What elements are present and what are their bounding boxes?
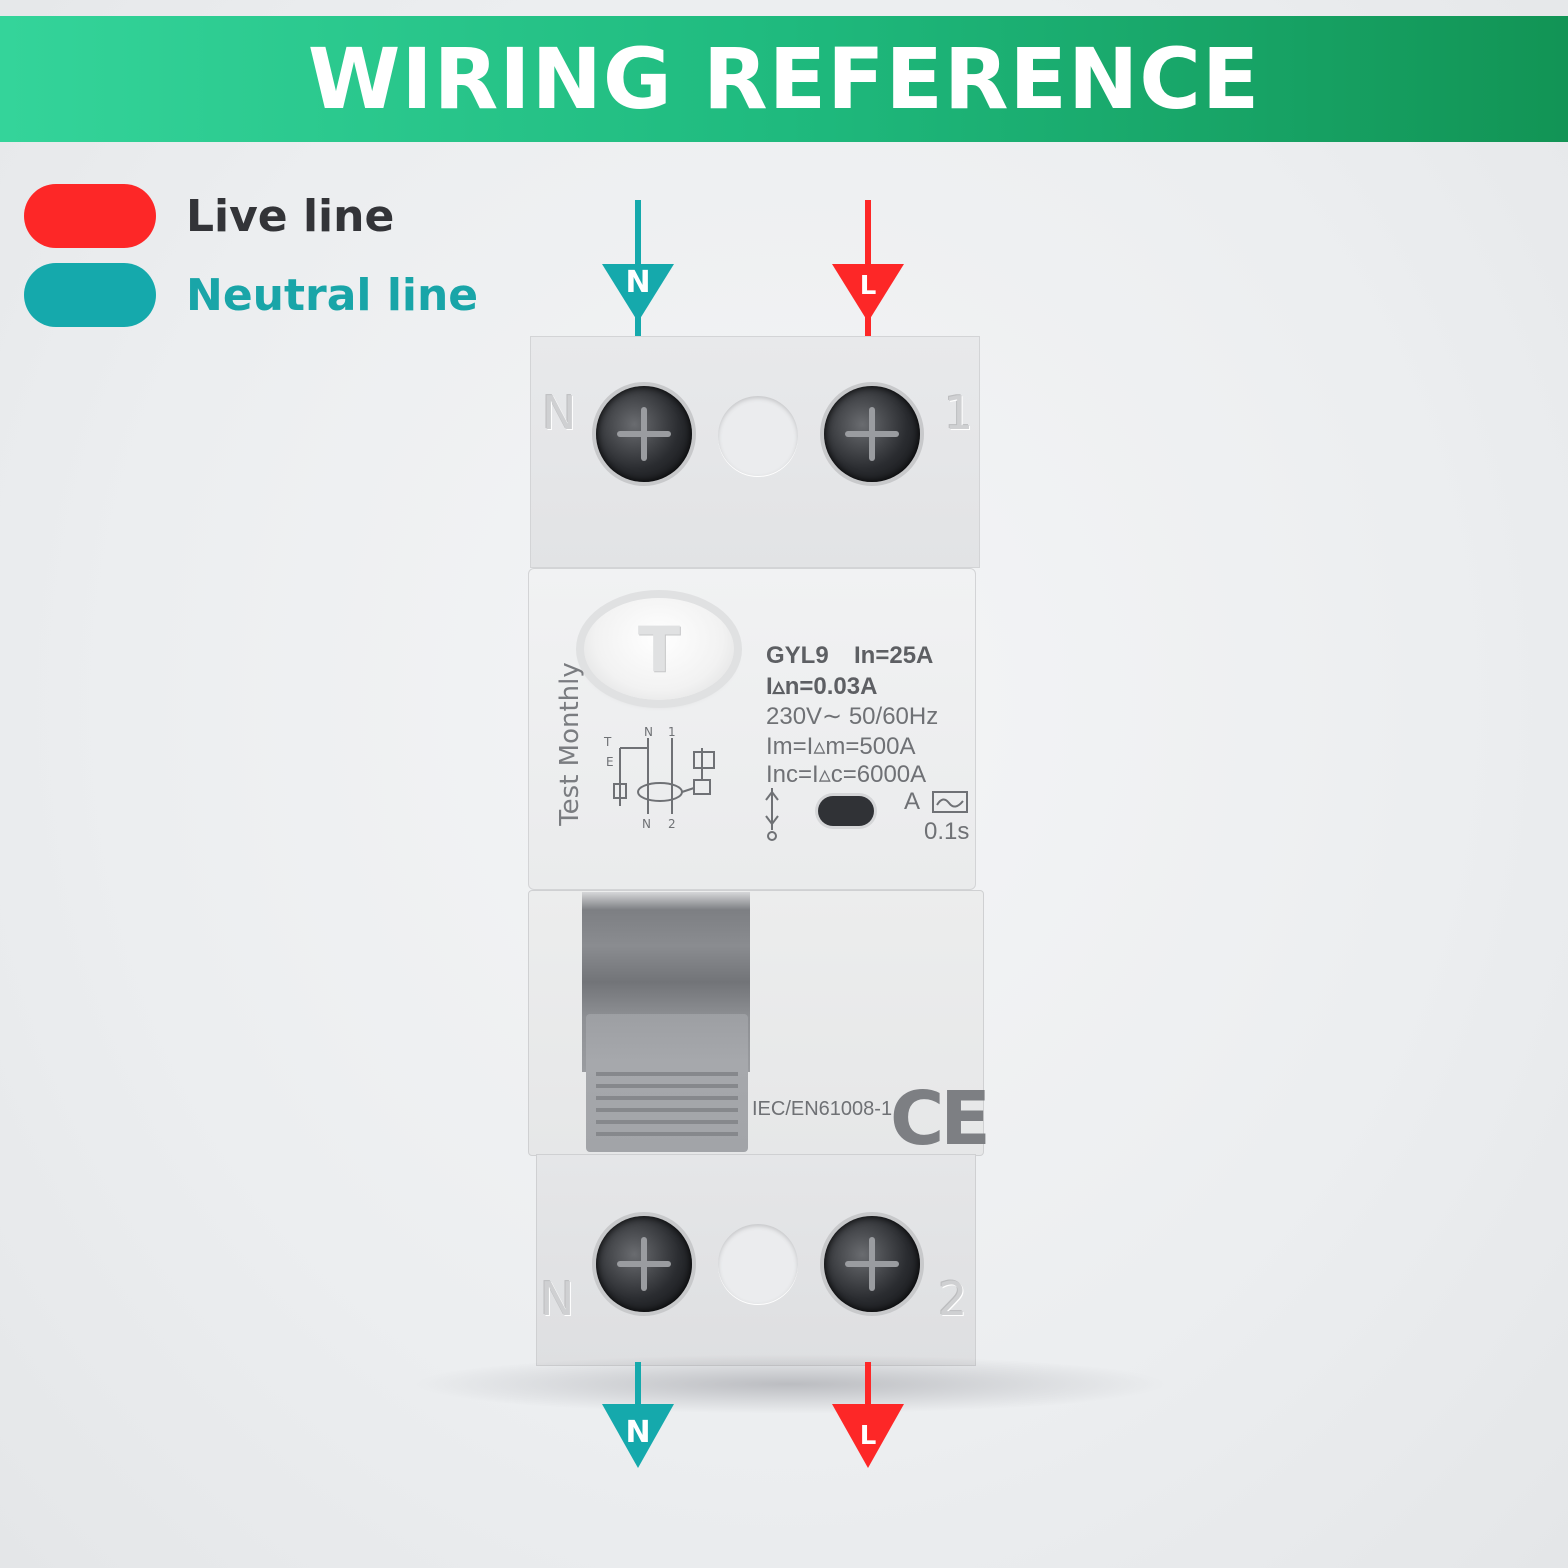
live-line-swatch	[24, 184, 156, 248]
residual-current-label: I▵n=0.03A	[766, 673, 878, 700]
voltage-frequency-spec: 230V∼ 50/60Hz	[766, 703, 939, 730]
bottom-terminal-2-label: 2	[938, 1272, 968, 1326]
bottom-live-arrow-icon: L	[832, 1362, 904, 1468]
rated-current-label: In=25A	[854, 642, 934, 669]
status-indicator-window	[818, 796, 874, 826]
bottom-left-screw-icon[interactable]	[596, 1216, 692, 1312]
schematic-e: E	[606, 755, 614, 769]
schematic-n-top: N	[644, 726, 653, 739]
type-a-waveform-icon	[932, 791, 968, 813]
top-left-screw-icon[interactable]	[596, 386, 692, 482]
device-shadow	[410, 1354, 1170, 1414]
top-right-screw-icon[interactable]	[824, 386, 920, 482]
residual-current-spec: I▵n=0.03A	[766, 672, 877, 701]
standard-label: IEC/EN61008-1	[752, 1098, 893, 1120]
type-label: A	[904, 788, 921, 815]
neutral-line-label: Neutral line	[186, 269, 479, 321]
bottom-indicator-hole	[718, 1224, 798, 1304]
test-button-label: T	[637, 612, 681, 686]
schematic-1: 1	[668, 726, 676, 739]
schematic-2: 2	[668, 817, 676, 831]
title-banner: WIRING REFERENCE	[0, 16, 1568, 142]
legend-live: Live line	[24, 184, 394, 248]
bottom-terminal-n-label: N	[540, 1272, 575, 1326]
circuit-schematic-icon: N 1 T E N 2	[603, 726, 715, 831]
top-terminal-n-label: N	[542, 386, 577, 440]
trip-time-label: 0.1s	[924, 818, 970, 845]
bottom-live-arrow-label: L	[860, 1421, 877, 1451]
top-live-arrow-icon: L	[832, 200, 904, 338]
making-capacity-spec: Im=I▵m=500A	[766, 733, 916, 760]
live-line-label: Live line	[186, 190, 395, 242]
rated-current-spec: In=25A	[854, 642, 933, 670]
schematic-t: T	[603, 735, 612, 749]
test-monthly-label: Test Monthly	[555, 662, 585, 826]
bottom-neutral-arrow-icon: N	[602, 1362, 674, 1468]
top-neutral-arrow-label: N	[625, 265, 650, 300]
top-neutral-arrow-icon: N	[602, 200, 674, 338]
rcd-breaker: N 1 T Test Monthly N 1 T E N 2 GYL9	[528, 336, 991, 1366]
bottom-neutral-arrow-label: N	[625, 1415, 650, 1450]
top-indicator-hole	[718, 396, 798, 476]
page-title: WIRING REFERENCE	[307, 30, 1261, 128]
conditional-current-spec: Inc=I▵c=6000A	[766, 761, 927, 788]
top-live-arrow-label: L	[860, 271, 877, 301]
toggle-lever[interactable]	[586, 1014, 748, 1152]
on-off-symbol-icon	[765, 788, 779, 841]
model-spec: GYL9	[766, 642, 829, 670]
neutral-line-swatch	[24, 263, 156, 327]
ce-mark: CE	[890, 1076, 991, 1162]
schematic-n-bottom: N	[642, 817, 651, 831]
legend-neutral: Neutral line	[24, 263, 478, 327]
test-button[interactable]: T	[584, 598, 734, 700]
model-label: GYL9	[766, 642, 829, 669]
top-terminal-1-label: 1	[944, 386, 974, 440]
bottom-right-screw-icon[interactable]	[824, 1216, 920, 1312]
